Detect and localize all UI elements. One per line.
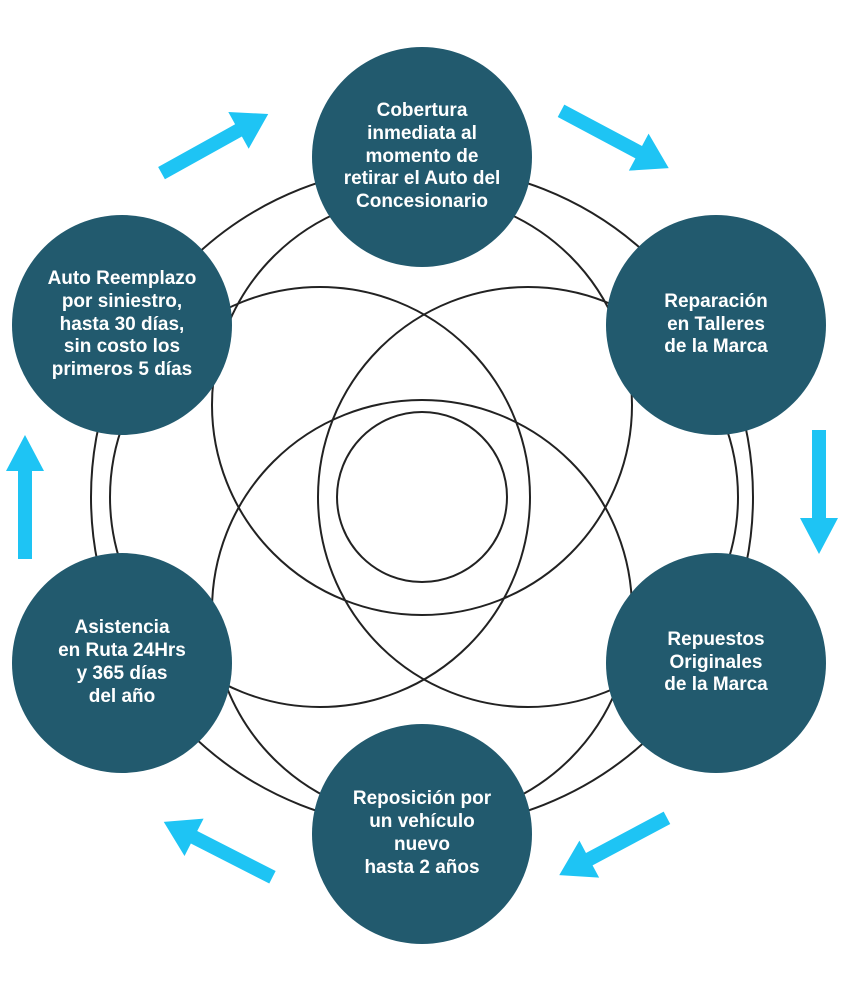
node-circle-reposicion <box>312 724 532 944</box>
node-circle-asistencia <box>12 553 232 773</box>
center-circle <box>336 411 508 583</box>
node-circle-cobertura <box>312 47 532 267</box>
arrow-down-right-icon <box>557 104 669 171</box>
overlap-circle-right <box>317 286 739 708</box>
arrow-up-left-icon <box>163 818 276 884</box>
node-circle-reemplazo <box>12 215 232 435</box>
arrow-up-right-icon <box>158 112 269 180</box>
arrow-up-icon <box>6 435 44 559</box>
arrow-down-left-icon <box>559 811 671 878</box>
node-circle-reparacion <box>606 215 826 435</box>
node-circle-repuestos <box>606 553 826 773</box>
arrow-down-icon <box>800 430 838 554</box>
overlap-circle-left <box>109 286 531 708</box>
